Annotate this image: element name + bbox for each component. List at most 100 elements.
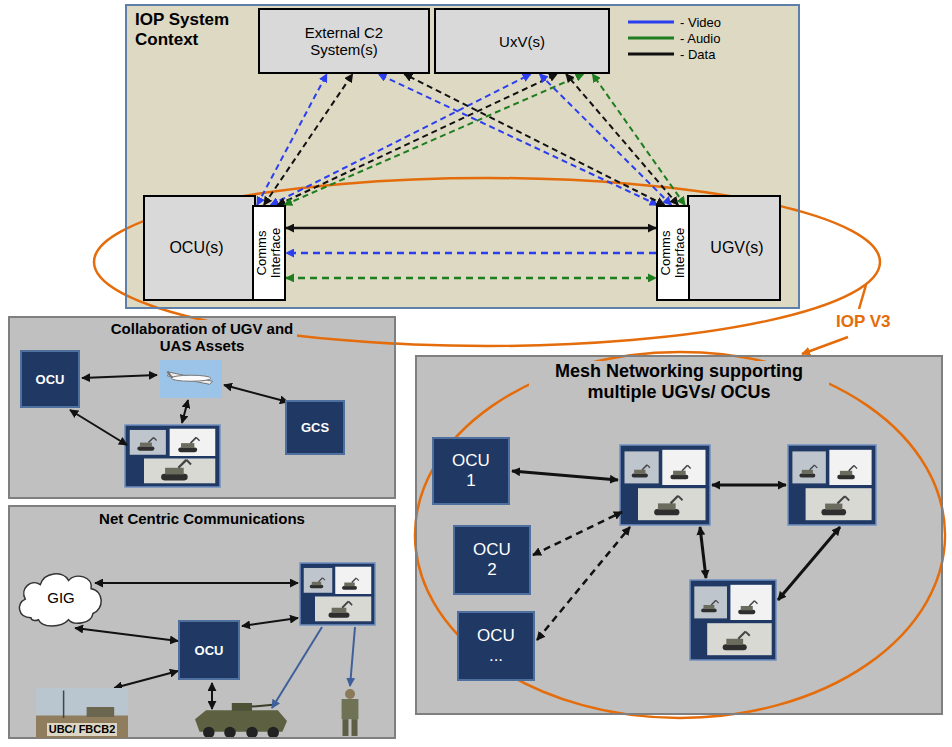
link-arrow <box>537 527 630 640</box>
illustration <box>127 178 798 307</box>
robot-track <box>654 509 679 515</box>
legend-line <box>628 53 674 56</box>
ocu-box: OCU 2 <box>453 525 531 595</box>
callout-label: IOP V3 <box>836 312 891 332</box>
robot-body <box>825 504 842 510</box>
node-label: OCU(s) <box>169 239 223 257</box>
photo-inset <box>304 568 333 593</box>
ocu-box: OCU <box>20 350 80 408</box>
photo-inset <box>144 458 215 483</box>
link-arrow <box>242 618 298 626</box>
connector-layer <box>75 628 178 688</box>
comms-interface-box: Comms Interface <box>252 205 286 301</box>
connector <box>278 74 558 205</box>
connector <box>114 671 178 688</box>
robot-body <box>673 471 686 476</box>
robot-body <box>840 471 852 475</box>
ugv-picture <box>620 445 710 525</box>
uas-picture <box>160 360 222 398</box>
robot-track <box>821 509 846 515</box>
robot-arm <box>854 466 857 469</box>
robot-track <box>670 475 688 480</box>
link-arrow <box>350 627 355 686</box>
ground <box>36 716 128 739</box>
picture-frame <box>620 445 710 525</box>
connector <box>404 74 664 205</box>
node-label: UxV(s) <box>499 33 545 50</box>
robot-arm <box>154 437 157 440</box>
scope-ellipse <box>415 352 945 718</box>
legend-line <box>628 21 674 24</box>
robot-track <box>701 608 716 612</box>
scenario-panel: Net Centric CommunicationsGIGOCUUBC/ FBC… <box>8 505 396 739</box>
photo-inset <box>170 429 216 456</box>
robot-track <box>310 585 324 588</box>
soldier-figure <box>342 689 359 736</box>
photo-inset <box>130 430 166 455</box>
robot-body <box>312 582 321 585</box>
ocu-box: OCU 1 <box>432 437 510 505</box>
robot-body <box>140 443 152 447</box>
ugv-picture <box>788 445 876 525</box>
robot-track <box>137 446 154 450</box>
connector <box>540 74 672 205</box>
network-cloud: GIG <box>14 566 108 628</box>
wing <box>167 372 212 384</box>
node-label: GIG <box>47 589 75 606</box>
robot-arm <box>348 601 352 605</box>
connector <box>286 227 656 230</box>
link-arrow <box>778 527 840 600</box>
link-arrow <box>95 582 298 584</box>
ugv-picture <box>690 580 776 660</box>
robot-body <box>332 608 347 613</box>
ugv-box: UGV(s) <box>687 195 781 301</box>
illustration <box>95 563 375 737</box>
robot-arm <box>186 460 191 465</box>
robot-arm <box>148 437 153 442</box>
command-post-photo: UBC/ FBCB2 <box>36 688 128 738</box>
legend-row: - Audio <box>628 30 721 46</box>
robot-arm <box>342 601 348 607</box>
robot-arm <box>810 465 815 470</box>
link-arrow <box>272 627 322 708</box>
robot-arm <box>746 632 750 636</box>
link-arrow <box>512 471 618 480</box>
picture-frame <box>788 445 876 525</box>
robot-body <box>344 583 355 587</box>
scenario-panel: Mesh Networking supporting multiple UGVs… <box>415 355 943 715</box>
link-arrow <box>211 683 213 709</box>
node-label: OCU <box>195 643 224 658</box>
legend-row: - Video <box>628 14 721 30</box>
robot-arm <box>849 466 854 471</box>
ugv-picture <box>125 425 220 487</box>
robot-track <box>329 612 350 617</box>
legend-label: - Audio <box>680 31 720 46</box>
legend-label: - Video <box>680 15 721 30</box>
robot-track <box>799 473 815 477</box>
connector <box>75 628 178 641</box>
sky <box>36 688 128 738</box>
legend: - Video- Audio- Data <box>628 14 721 62</box>
ocu-box: OCU ... <box>457 611 535 681</box>
photo-inset <box>638 488 706 520</box>
robot-arm <box>178 460 186 468</box>
wheel <box>246 727 258 737</box>
robot-track <box>837 475 855 479</box>
photo-inset <box>694 586 727 618</box>
robot-arm <box>814 465 817 468</box>
comms-interface-box: Comms Interface <box>656 205 690 301</box>
node-label: OCU 1 <box>447 451 495 491</box>
robot-arm <box>845 496 849 500</box>
label-holder: IOP V3 <box>836 312 891 332</box>
robot-arm <box>688 465 691 468</box>
robot-body <box>802 470 813 474</box>
panel-title: Mesh Networking supporting multiple UGVs… <box>529 361 829 403</box>
connector-layer <box>257 74 685 278</box>
connector <box>378 74 657 205</box>
node-label: OCU 2 <box>468 540 516 580</box>
photo-inset <box>335 567 371 594</box>
robot-arm <box>191 437 197 443</box>
robot-arm <box>716 600 719 603</box>
robot-arm <box>738 632 745 639</box>
